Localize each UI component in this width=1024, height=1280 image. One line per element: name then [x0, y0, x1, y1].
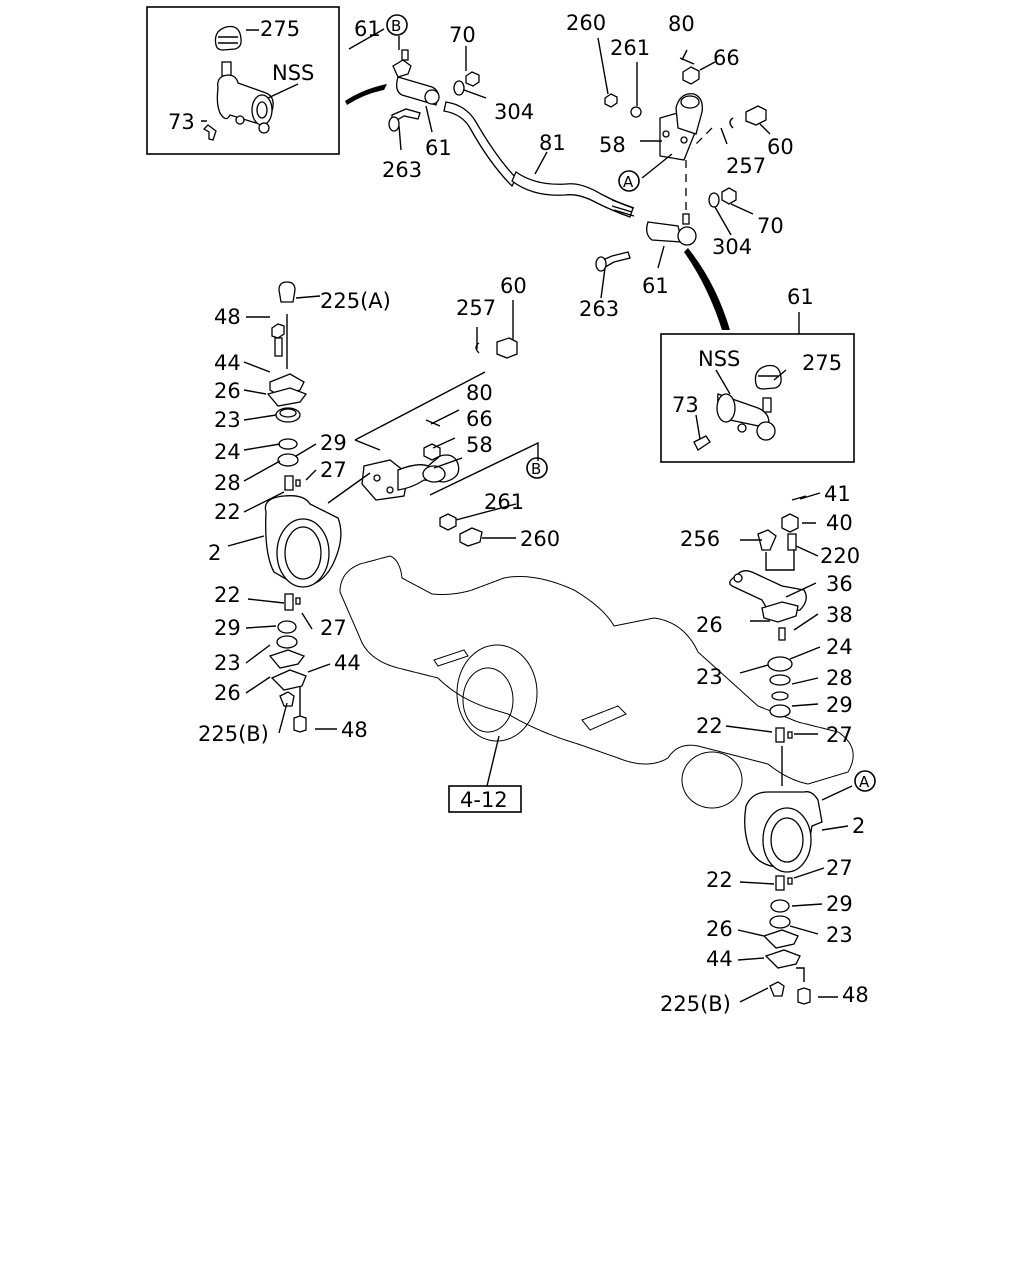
- callout-23: 23: [214, 651, 241, 675]
- callout-38: 38: [826, 603, 853, 627]
- callout-2: 2: [208, 541, 221, 565]
- callout-220: 220: [820, 544, 860, 568]
- callout-263: 263: [382, 158, 422, 182]
- callout-28: 28: [214, 471, 241, 495]
- callout-225b: 225(B): [198, 722, 269, 746]
- callout-66: 66: [713, 46, 740, 70]
- callout-61: 61: [425, 136, 452, 160]
- callout-48: 48: [341, 718, 368, 742]
- callout-60: 60: [500, 274, 527, 298]
- callout-28: 28: [826, 666, 853, 690]
- inset-right-tag-nss: NSS: [698, 347, 740, 371]
- callout-23: 23: [826, 923, 853, 947]
- callout-24: 24: [214, 440, 241, 464]
- inset-tag-nss: NSS: [272, 61, 314, 85]
- inset-right-title: 61: [787, 285, 814, 309]
- callout-26: 26: [214, 681, 241, 705]
- callout-61: 61: [354, 17, 381, 41]
- callout-2: 2: [852, 814, 865, 838]
- callout-260: 260: [566, 11, 606, 35]
- callout-70: 70: [449, 23, 476, 47]
- ref-box-4-12: 4-12: [460, 788, 508, 812]
- callout-23: 23: [214, 408, 241, 432]
- callout-44: 44: [334, 651, 361, 675]
- callout-260: 260: [520, 527, 560, 551]
- callout-261: 261: [610, 36, 650, 60]
- left-kingpin-stack: [227, 281, 342, 734]
- callout-58: 58: [466, 433, 493, 457]
- callout-70: 70: [757, 214, 784, 238]
- callout-26: 26: [706, 917, 733, 941]
- callout-257: 257: [456, 296, 496, 320]
- callout-225a: 225(A): [320, 289, 391, 313]
- callout-261: 261: [484, 490, 524, 514]
- inset-right: [660, 312, 855, 463]
- axle-housing: [339, 555, 854, 813]
- callout-23: 23: [696, 665, 723, 689]
- callout-a: A: [859, 773, 870, 791]
- callout-304: 304: [712, 235, 752, 259]
- callout-40: 40: [826, 511, 853, 535]
- callout-27: 27: [826, 856, 853, 880]
- callout-27: 27: [826, 723, 853, 747]
- callout-29: 29: [214, 616, 241, 640]
- callout-22: 22: [706, 868, 733, 892]
- inset-label-73: 73: [168, 110, 195, 134]
- callout-36: 36: [826, 572, 853, 596]
- callout-26: 26: [696, 613, 723, 637]
- right-kingpin-stack: [725, 492, 853, 1005]
- upper-linkage: [345, 28, 771, 330]
- callout-29: 29: [826, 693, 853, 717]
- callout-24: 24: [826, 635, 853, 659]
- callout-304: 304: [494, 100, 534, 124]
- callout-22: 22: [214, 500, 241, 524]
- center-pitman: [327, 300, 539, 547]
- inset-top-left: [146, 6, 340, 155]
- callout-48: 48: [842, 983, 869, 1007]
- inset-right-label-73: 73: [672, 393, 699, 417]
- callout-44: 44: [706, 947, 733, 971]
- callout-b: B: [391, 17, 401, 35]
- callout-60: 60: [767, 135, 794, 159]
- callout-22: 22: [696, 714, 723, 738]
- callout-257: 257: [726, 154, 766, 178]
- callout-58: 58: [599, 133, 626, 157]
- callout-27: 27: [320, 458, 347, 482]
- callout-81: 81: [539, 131, 566, 155]
- callout-27: 27: [320, 616, 347, 640]
- callout-44: 44: [214, 351, 241, 375]
- callout-66: 66: [466, 407, 493, 431]
- inset-right-label-275: 275: [802, 351, 842, 375]
- callout-b: B: [531, 460, 541, 478]
- callout-labels: 275 NSS 73 61 B 70 304 263 61 81 260 261…: [168, 11, 870, 1016]
- callout-29: 29: [826, 892, 853, 916]
- callout-41: 41: [824, 482, 851, 506]
- callout-256: 256: [680, 527, 720, 551]
- callout-225b: 225(B): [660, 992, 731, 1016]
- callout-61: 61: [642, 274, 669, 298]
- circle-markers: [386, 14, 876, 792]
- callout-a: A: [623, 173, 634, 191]
- callout-80: 80: [466, 381, 493, 405]
- inset-label-275: 275: [260, 17, 300, 41]
- callout-48: 48: [214, 305, 241, 329]
- callout-26: 26: [214, 379, 241, 403]
- callout-263: 263: [579, 297, 619, 321]
- callout-29: 29: [320, 431, 347, 455]
- callout-80: 80: [668, 12, 695, 36]
- callout-22: 22: [214, 583, 241, 607]
